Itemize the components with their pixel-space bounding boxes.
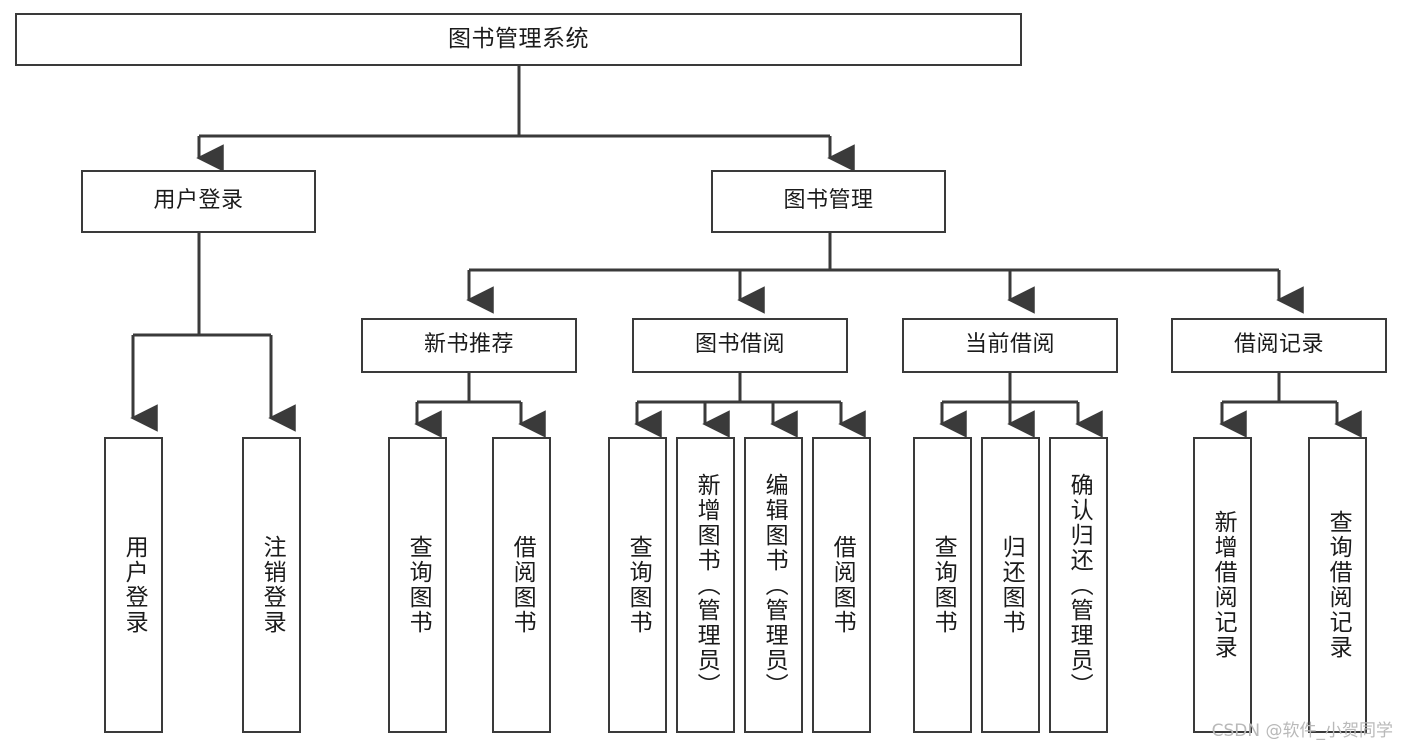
watermark: CSDN @软件_小贺同学 bbox=[1211, 721, 1393, 741]
leaf-return-book[interactable]: 归还图书 bbox=[981, 437, 1040, 733]
node-label: 新增借阅记录 bbox=[1210, 510, 1237, 660]
leaf-borrow-book-recommend[interactable]: 借阅图书 bbox=[492, 437, 551, 733]
leaf-query-borrow-record[interactable]: 查询借阅记录 bbox=[1308, 437, 1367, 733]
node-label: 图书借阅 bbox=[694, 332, 785, 358]
node-label: 确认归还（管理员） bbox=[1066, 472, 1093, 698]
node-label: 借阅记录 bbox=[1233, 332, 1324, 358]
node-label: 归还图书 bbox=[998, 535, 1025, 635]
leaf-add-borrow-record[interactable]: 新增借阅记录 bbox=[1193, 437, 1252, 733]
leaf-query-book-recommend[interactable]: 查询图书 bbox=[388, 437, 447, 733]
leaf-confirm-return-admin[interactable]: 确认归还（管理员） bbox=[1049, 437, 1108, 733]
node-label: 编辑图书（管理员） bbox=[761, 472, 788, 698]
node-label: 借阅图书 bbox=[829, 535, 856, 635]
node-new-book-recommend[interactable]: 新书推荐 bbox=[361, 318, 577, 373]
node-label: 图书管理 bbox=[783, 188, 874, 214]
node-label: 新书推荐 bbox=[423, 332, 514, 358]
node-label: 查询借阅记录 bbox=[1325, 510, 1352, 660]
node-label: 用户登录 bbox=[153, 188, 244, 214]
node-book-borrow[interactable]: 图书借阅 bbox=[632, 318, 848, 373]
node-label: 借阅图书 bbox=[509, 535, 536, 635]
leaf-query-book-borrow[interactable]: 查询图书 bbox=[608, 437, 667, 733]
node-label: 新增图书（管理员） bbox=[693, 472, 720, 698]
leaf-user-login[interactable]: 用户登录 bbox=[104, 437, 163, 733]
leaf-logout[interactable]: 注销登录 bbox=[242, 437, 301, 733]
node-label: 查询图书 bbox=[405, 535, 432, 635]
leaf-edit-book-admin[interactable]: 编辑图书（管理员） bbox=[744, 437, 803, 733]
node-label: 图书管理系统 bbox=[448, 25, 589, 52]
node-label: 查询图书 bbox=[625, 535, 652, 635]
node-label: 用户登录 bbox=[121, 535, 148, 635]
node-borrow-record[interactable]: 借阅记录 bbox=[1171, 318, 1387, 373]
node-current-borrow[interactable]: 当前借阅 bbox=[902, 318, 1118, 373]
node-label: 注销登录 bbox=[259, 535, 286, 635]
leaf-borrow-book[interactable]: 借阅图书 bbox=[812, 437, 871, 733]
node-book-management[interactable]: 图书管理 bbox=[711, 170, 946, 233]
node-label: 当前借阅 bbox=[964, 332, 1055, 358]
node-user-login[interactable]: 用户登录 bbox=[81, 170, 316, 233]
node-label: 查询图书 bbox=[930, 535, 957, 635]
leaf-add-book-admin[interactable]: 新增图书（管理员） bbox=[676, 437, 735, 733]
node-book-management-system[interactable]: 图书管理系统 bbox=[15, 13, 1022, 66]
leaf-query-book-current[interactable]: 查询图书 bbox=[913, 437, 972, 733]
